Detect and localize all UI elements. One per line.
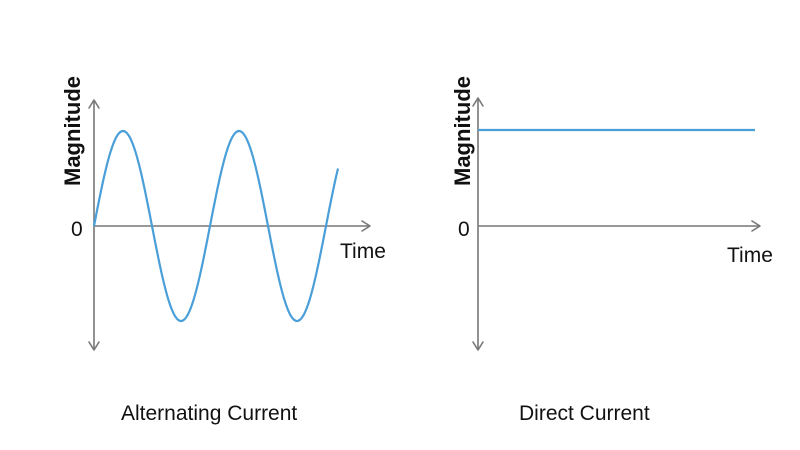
dc-caption: Direct Current	[519, 402, 650, 425]
dc-x-axis-arrow	[751, 220, 761, 232]
ac-x-axis-label: Time	[340, 240, 386, 263]
dc-panel: Magnitude 0 Time Direct Current	[450, 76, 773, 425]
dc-origin-label: 0	[458, 218, 470, 241]
ac-caption: Alternating Current	[121, 402, 297, 425]
ac-x-axis-arrow	[361, 220, 371, 232]
ac-origin-label: 0	[71, 218, 83, 241]
ac-y-axis-label: Magnitude	[60, 76, 85, 186]
ac-y-axis-arrow-up	[88, 99, 100, 109]
ac-panel: Magnitude 0 Time Alternating Current	[60, 76, 386, 425]
dc-y-axis-label: Magnitude	[450, 76, 475, 186]
dc-x-axis-label: Time	[727, 244, 773, 267]
dc-y-axis-arrow-down	[472, 341, 484, 351]
dc-y-axis-arrow-up	[472, 97, 484, 107]
ac-y-axis-arrow-down	[88, 341, 100, 351]
ac-sine-wave	[92, 129, 340, 323]
